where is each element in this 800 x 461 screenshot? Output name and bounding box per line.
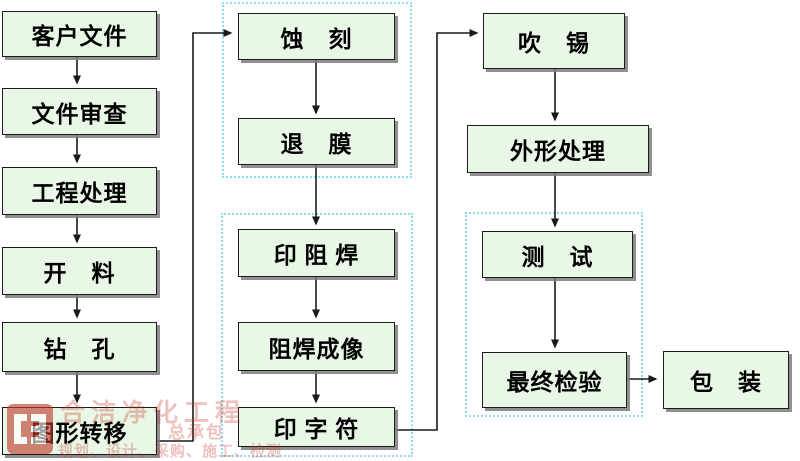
- diamond-bullet-icon: [498, 32, 512, 51]
- connector-transfer-to-etch: [157, 29, 233, 442]
- node-drilling: 钻 孔: [2, 322, 157, 372]
- node-label: 阻焊成像: [268, 336, 365, 362]
- node-etching: 蚀 刻: [238, 13, 395, 60]
- diamond-bullet-icon: [17, 338, 31, 357]
- diamond-bullet-icon: [253, 244, 267, 263]
- node-customer-files: 客户文件: [2, 11, 157, 57]
- node-soldermask-print: 印 阻 焊: [238, 229, 395, 277]
- node-label: 钻 孔: [43, 337, 116, 362]
- node-label: 测 试: [521, 244, 594, 270]
- node-profile-processing: 外形处理: [467, 125, 649, 173]
- node-testing: 测 试: [482, 231, 633, 278]
- diamond-bullet-icon: [482, 140, 496, 159]
- node-label: 包 装: [690, 370, 762, 395]
- node-pattern-transfer: 图形转移: [2, 407, 157, 455]
- node-label: 文件审查: [31, 101, 128, 127]
- node-label: 开 料: [43, 261, 116, 286]
- node-legend-print: 印 字 符: [238, 407, 395, 447]
- node-cutting: 开 料: [2, 247, 157, 295]
- node-label: 蚀 刻: [280, 26, 353, 52]
- node-label: 图形转移: [31, 421, 128, 446]
- node-label: 印 阻 焊: [273, 243, 360, 268]
- node-soldermask-imaging: 阻焊成像: [238, 322, 395, 371]
- diamond-bullet-icon: [497, 246, 511, 265]
- node-label: 客户文件: [31, 24, 128, 49]
- diamond-bullet-icon: [253, 28, 267, 47]
- node-file-review: 文件审查: [2, 88, 157, 135]
- watermark-subtitle: 总承包: [168, 423, 225, 442]
- node-label: 吹 锡: [518, 31, 590, 56]
- node-label: 最终检验: [506, 370, 603, 395]
- node-label: 退 膜: [280, 131, 353, 157]
- node-engineering: 工程处理: [2, 167, 157, 215]
- node-label: 工程处理: [31, 181, 128, 206]
- node-film-stripping: 退 膜: [238, 118, 395, 165]
- node-tin-blowing: 吹 锡: [483, 13, 625, 69]
- node-final-inspection: 最终检验: [482, 352, 627, 408]
- node-label: 印 字 符: [273, 417, 360, 442]
- node-label: 外形处理: [510, 139, 606, 164]
- diamond-bullet-icon: [17, 262, 31, 281]
- diamond-bullet-icon: [8, 422, 22, 441]
- node-packing: 包 装: [663, 351, 789, 409]
